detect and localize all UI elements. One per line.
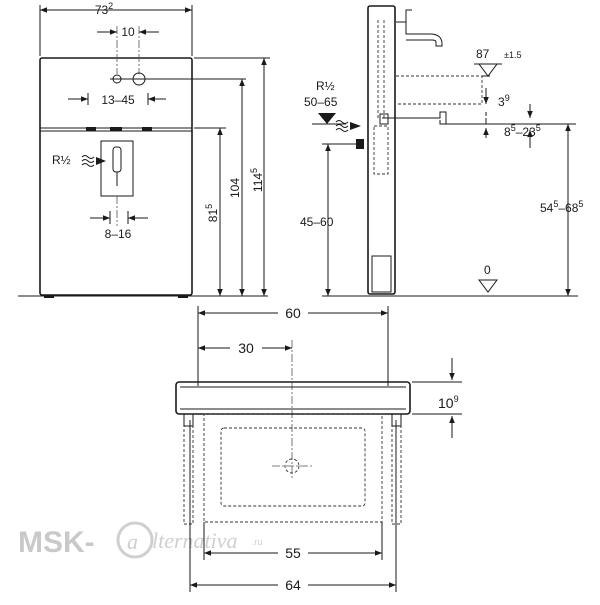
sink-outline [396, 75, 483, 105]
front-foot-right [178, 295, 188, 298]
zero-level-icon [478, 279, 498, 293]
supply-connector [356, 139, 364, 149]
watermark-a-letter: a [127, 529, 138, 554]
front-slot-mid [110, 127, 122, 131]
dim-114-label: 1145 [249, 168, 265, 192]
water-supply-icon [81, 155, 95, 167]
watermark-a-icon [116, 521, 154, 559]
supply-arrow-icon [96, 157, 106, 165]
zero-level-label: 0 [484, 263, 491, 277]
drain-icon [284, 458, 300, 474]
side-water-icon [335, 120, 349, 132]
outlet-level-icon [478, 63, 498, 77]
dim-60-label: 60 [285, 305, 301, 321]
dim-45-60-label: 45–60 [300, 215, 334, 229]
front-supply-label: R½ [52, 153, 71, 167]
internal-waste-trap [373, 125, 389, 175]
basin-outline [220, 427, 366, 507]
side-supply-label: R½ [316, 79, 335, 93]
waste-pipe [382, 111, 447, 125]
supply-valve-box [100, 140, 134, 197]
watermark: MSK- a lternativa .ru [18, 521, 263, 559]
watermark-tld: .ru [252, 537, 263, 547]
dim-109-label: 109 [438, 394, 459, 411]
dim-13-45-label: 13–45 [101, 93, 135, 107]
dim-64-label: 64 [285, 577, 301, 593]
basin-top [175, 381, 411, 415]
dim-545-685-label: 545–685 [540, 199, 583, 215]
dim-39-label: 39 [498, 93, 510, 109]
side-supply-range: 50–65 [304, 95, 338, 109]
dim-87-label: 87 [476, 47, 490, 61]
front-panel [39, 57, 193, 296]
side-view: R½ 50–65 87 ±1.5 39 85–235 45–60 545–685… [300, 5, 583, 297]
supply-level-icon [318, 113, 336, 124]
dim-8-16-label: 8–16 [105, 227, 132, 241]
faucet-icon [396, 21, 443, 47]
watermark-script: lternativa [152, 528, 238, 553]
front-slot-right [142, 127, 152, 131]
watermark-brand: MSK- [18, 526, 95, 559]
front-foot-left [44, 295, 54, 298]
frame-body-outline [203, 413, 383, 523]
frame-foot [371, 255, 392, 293]
frame-leg-right [391, 413, 402, 525]
dim-85-235-label: 85–235 [504, 123, 541, 139]
dim-815-label: 815 [204, 204, 220, 222]
top-view: 60 30 109 55 [175, 304, 462, 593]
frame-profile [367, 5, 396, 295]
dim-30-label: 30 [238, 340, 254, 356]
dim-55-label: 55 [285, 545, 301, 561]
dim-104-label: 104 [228, 178, 242, 198]
dim-10-label: 10 [121, 25, 135, 39]
front-view: 732 10 13–45 R½ 8–16 1145 [18, 1, 270, 298]
dim-73-label: 732 [95, 1, 113, 17]
supply-valve [112, 146, 122, 173]
frame-leg-left [183, 413, 194, 525]
front-slot-left [86, 127, 96, 131]
dim-87-tol: ±1.5 [504, 50, 521, 60]
